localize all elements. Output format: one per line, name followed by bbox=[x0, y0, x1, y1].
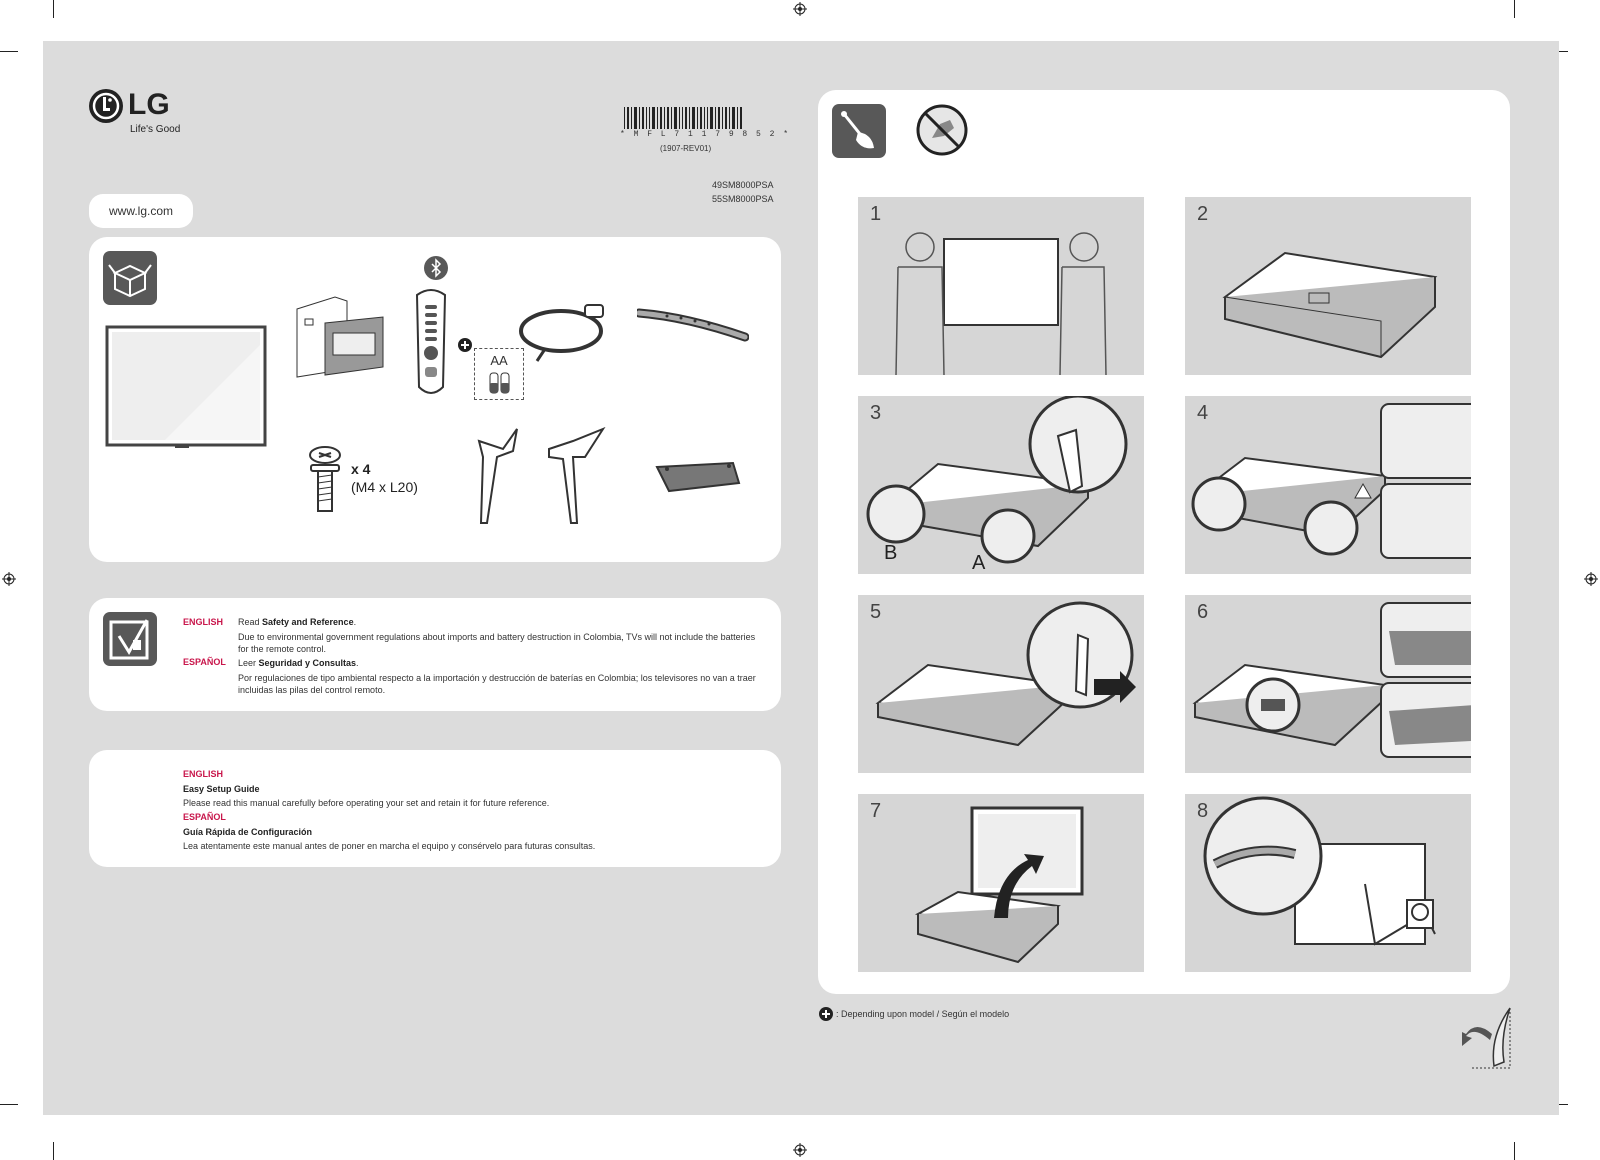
screw-quantity: x 4 bbox=[351, 461, 371, 477]
attach-stand-cover-illustration bbox=[1192, 602, 1471, 758]
screwdriver-icon bbox=[832, 104, 886, 158]
cable-holder-illustration bbox=[637, 308, 749, 342]
model-name: 55SM8000PSA bbox=[712, 194, 774, 204]
step-number: 5 bbox=[870, 601, 882, 623]
safety-spanish-read: Leer Seguridad y Consultas. bbox=[238, 658, 359, 668]
step-number: 1 bbox=[870, 203, 882, 225]
tv-illustration bbox=[105, 325, 267, 448]
step-number: 3 bbox=[870, 402, 882, 424]
screw-illustration bbox=[309, 446, 341, 512]
barcode bbox=[624, 107, 742, 129]
magic-remote-illustration bbox=[415, 289, 447, 394]
safety-english-read: Read Safety and Reference. bbox=[238, 617, 357, 627]
step-3-panel: 3 B A bbox=[858, 396, 1144, 574]
step-8-panel: 8 bbox=[1185, 794, 1471, 972]
step-number: 2 bbox=[1197, 203, 1209, 225]
guide-title-card: ENGLISH Easy Setup Guide Please read thi… bbox=[89, 750, 781, 867]
safety-english-note: Due to environmental government regulati… bbox=[238, 632, 756, 654]
page-turn-icon bbox=[1462, 1007, 1511, 1069]
stand-cover-illustration bbox=[655, 461, 741, 493]
power-cord-illustration bbox=[519, 304, 604, 362]
batteries-label: AA bbox=[490, 353, 508, 368]
screw-size: (M4 x L20) bbox=[351, 479, 418, 495]
guide-english-label: ENGLISH bbox=[183, 769, 224, 779]
attach-stand-legs-illustration bbox=[866, 396, 1128, 564]
leg-label-a: A bbox=[972, 552, 986, 574]
step-7-panel: 7 bbox=[858, 794, 1144, 972]
safety-spanish-label: ESPAÑOL bbox=[183, 657, 226, 667]
cable-management-illustration bbox=[1203, 796, 1436, 946]
step-2-panel: 2 bbox=[1185, 197, 1471, 375]
website-url[interactable]: www.lg.com bbox=[89, 194, 193, 228]
two-people-lifting-tv-illustration bbox=[895, 232, 1107, 375]
guide-spanish-body: Lea atentamente este manual antes de pon… bbox=[183, 841, 596, 851]
safety-reference-icon bbox=[103, 612, 157, 666]
no-power-tool-icon bbox=[916, 104, 968, 156]
revision: (1907-REV01) bbox=[660, 144, 712, 153]
lg-face-icon bbox=[89, 89, 123, 123]
step-4-panel: 4 bbox=[1185, 396, 1471, 574]
registration-mark-icon bbox=[793, 2, 807, 16]
model-name: 49SM8000PSA bbox=[712, 180, 774, 190]
step-1-panel: 1 bbox=[858, 197, 1144, 375]
safety-english-label: ENGLISH bbox=[183, 617, 224, 627]
assembly-steps-card: 1 2 3 B A 4 bbox=[818, 90, 1510, 994]
registration-mark-icon bbox=[2, 572, 16, 586]
step-number: 6 bbox=[1197, 601, 1209, 623]
lock-stand-legs-illustration bbox=[1191, 403, 1471, 559]
optional-plus-icon bbox=[458, 338, 472, 352]
step-5-panel: 5 bbox=[858, 595, 1144, 773]
batteries-box: AA bbox=[474, 348, 524, 400]
step-6-panel: 6 bbox=[1185, 595, 1471, 773]
logo-tagline: Life's Good bbox=[130, 124, 181, 135]
registration-mark-icon bbox=[1584, 572, 1598, 586]
box-contents-icon bbox=[103, 251, 157, 305]
manual-booklet-illustration bbox=[296, 296, 384, 378]
model-footnote: : Depending upon model / Según el modelo bbox=[836, 1009, 1010, 1019]
battery-icon bbox=[489, 372, 510, 394]
box-contents-card: AA x 4 (M4 x L20) bbox=[89, 237, 781, 562]
optional-plus-icon bbox=[819, 1007, 833, 1021]
part-number: * M F L 7 1 1 7 9 8 5 2 * bbox=[620, 130, 791, 139]
guide-english-body: Please read this manual carefully before… bbox=[183, 798, 550, 808]
stand-legs-illustration bbox=[477, 427, 606, 524]
lift-tv-upright-illustration bbox=[914, 806, 1084, 964]
bluetooth-icon bbox=[424, 256, 448, 280]
screw-stand-legs-illustration bbox=[875, 601, 1136, 747]
safety-card: ENGLISH Read Safety and Reference. Due t… bbox=[89, 598, 781, 711]
model-list: 49SM8000PSA 55SM8000PSA bbox=[712, 178, 774, 206]
guide-spanish-label: ESPAÑOL bbox=[183, 812, 226, 822]
safety-spanish-note: Por regulaciones de tipo ambiental respe… bbox=[238, 673, 756, 695]
guide-english-title: Easy Setup Guide bbox=[183, 784, 260, 794]
registration-mark-icon bbox=[793, 1143, 807, 1157]
logo-wordmark: LG bbox=[128, 88, 170, 121]
step-number: 7 bbox=[870, 800, 882, 822]
guide-spanish-title: Guía Rápida de Configuración bbox=[183, 827, 313, 837]
step-number: 8 bbox=[1197, 800, 1209, 822]
leg-label-b: B bbox=[884, 542, 898, 564]
step-number: 4 bbox=[1197, 402, 1209, 424]
tv-face-down-in-box-illustration bbox=[1222, 251, 1438, 359]
